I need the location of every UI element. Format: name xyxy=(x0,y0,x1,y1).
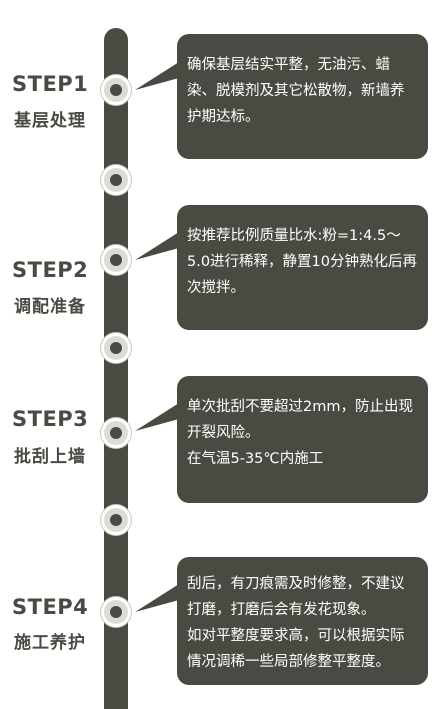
timeline-node-connector xyxy=(101,165,131,195)
step4-title: STEP4 xyxy=(12,595,89,619)
step4-bubble-pointer xyxy=(135,584,179,612)
step1-bubble-pointer xyxy=(135,62,179,90)
step3-subtitle: 批刮上墙 xyxy=(14,447,86,467)
timeline-line xyxy=(104,28,128,709)
step3-description-line2: 在气温5-35℃内施工 xyxy=(187,451,324,467)
step4-subtitle: 施工养护 xyxy=(14,633,86,653)
step4-description-line2: 如对平整度要求高，可以根据实际情况调稀一些局部修整平整度。 xyxy=(187,628,405,670)
timeline-dot xyxy=(110,606,122,618)
step3-title: STEP3 xyxy=(12,407,89,431)
step1-description-box: 确保基层结实平整，无油污、蜡染、脱模剂及其它松散物，新墙养护期达标。 xyxy=(177,34,428,159)
timeline-node-connector xyxy=(101,505,131,535)
step2-description-box: 按推荐比例质量比水:粉=1:4.5～5.0进行稀释，静置10分钟熟化后再次搅拌。 xyxy=(177,205,428,330)
timeline-dot xyxy=(110,174,122,186)
step3-description-line1: 单次批刮不要超过2mm，防止出现开裂风险。 xyxy=(187,399,413,441)
timeline-dot xyxy=(110,514,122,526)
step3-bubble-pointer xyxy=(135,403,179,431)
timeline-dot xyxy=(110,427,122,439)
step3-description-box: 单次批刮不要超过2mm，防止出现开裂风险。 在气温5-35℃内施工 xyxy=(177,376,428,503)
step4-description-line1: 刮后，有刀痕需及时修整，不建议打磨，打磨后会有发花现象。 xyxy=(187,576,405,618)
step2-subtitle: 调配准备 xyxy=(14,297,86,317)
timeline-node-step3 xyxy=(101,418,131,448)
timeline-dot xyxy=(110,342,122,354)
step2-title: STEP2 xyxy=(12,258,89,282)
timeline-node-step2 xyxy=(101,245,131,275)
step1-subtitle: 基层处理 xyxy=(14,111,86,131)
timeline-node-step4 xyxy=(101,597,131,627)
timeline-node-step1 xyxy=(101,75,131,105)
step1-title: STEP1 xyxy=(12,72,89,96)
timeline-node-connector xyxy=(101,333,131,363)
timeline-dot xyxy=(110,254,122,266)
timeline-dot xyxy=(110,84,122,96)
step4-description-box: 刮后，有刀痕需及时修整，不建议打磨，打磨后会有发花现象。 如对平整度要求高，可以… xyxy=(177,557,428,685)
step2-bubble-pointer xyxy=(135,232,179,260)
step2-description: 按推荐比例质量比水:粉=1:4.5～5.0进行稀释，静置10分钟熟化后再次搅拌。 xyxy=(187,228,418,296)
step1-description: 确保基层结实平整，无油污、蜡染、脱模剂及其它松散物，新墙养护期达标。 xyxy=(187,57,405,125)
